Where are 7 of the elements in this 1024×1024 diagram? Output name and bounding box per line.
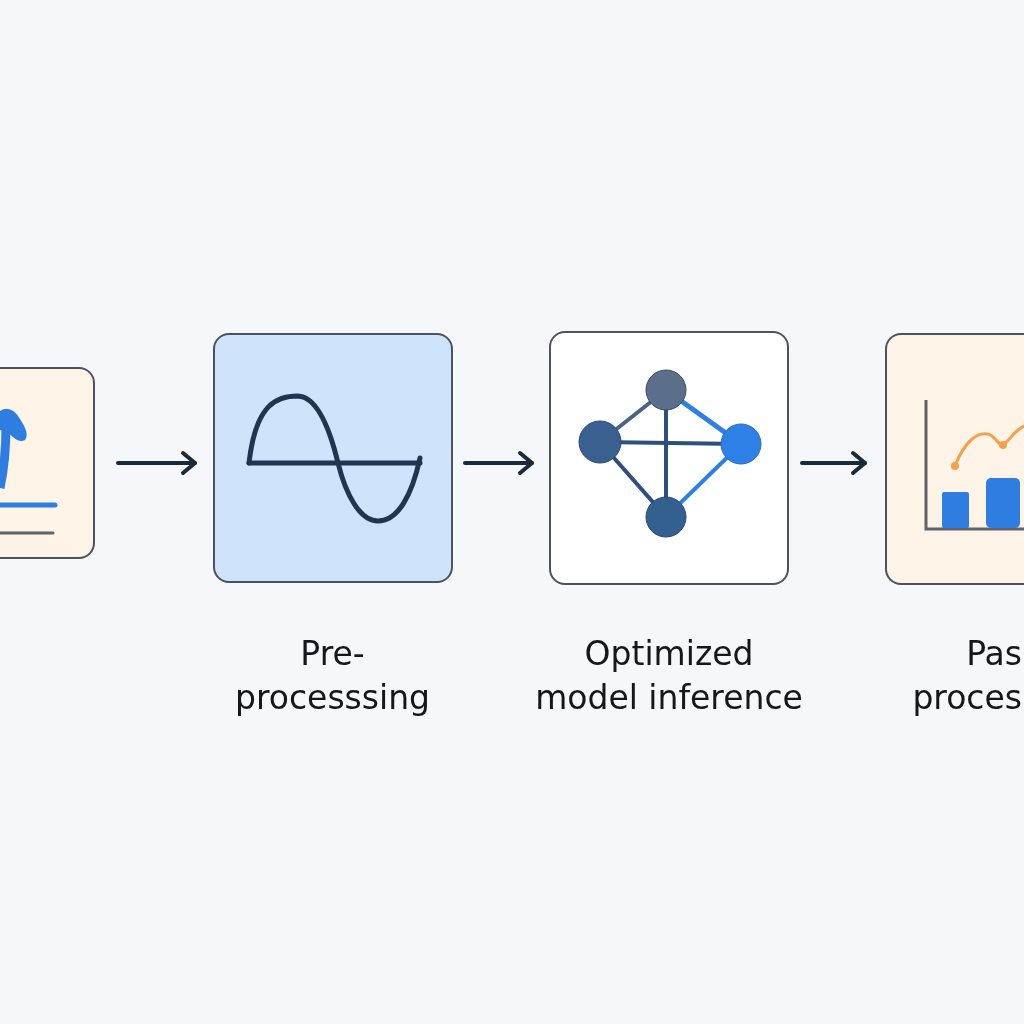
step-label: Pas proces — [911, 632, 1022, 719]
arrow — [463, 451, 534, 475]
arrow — [800, 451, 867, 475]
process-box — [0, 367, 95, 559]
arrow — [116, 451, 197, 475]
step-label: Optimized model inference — [534, 632, 804, 719]
step-label: Pre- processsing — [233, 632, 431, 719]
